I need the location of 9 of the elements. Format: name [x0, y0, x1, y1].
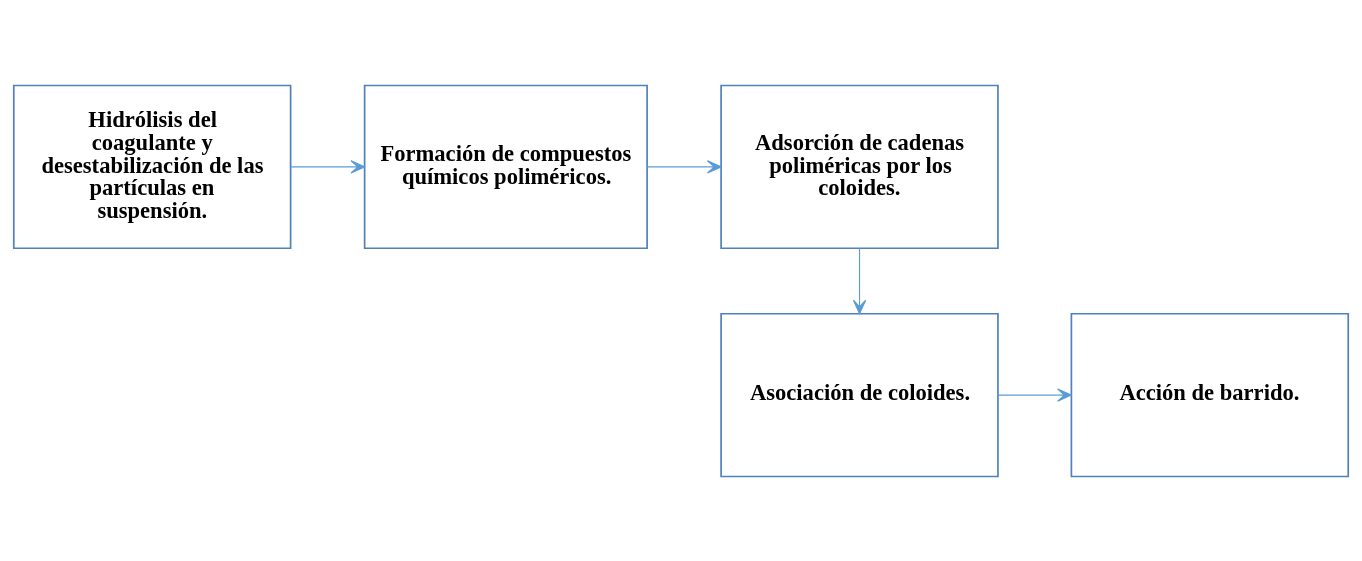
node-box: Acción de barrido. [1070, 312, 1350, 477]
node-box: Asociación de coloides. [720, 312, 999, 477]
arrow [997, 387, 1072, 402]
node-box: Formación de compuestos químicos poliméricos. [363, 84, 648, 249]
arrow [646, 159, 722, 174]
arrow [852, 247, 867, 314]
node-box: Hidrólisis del coagulante y desestabilización de las partículas en suspensión. [12, 84, 292, 249]
node-box: Adsorción de cadenas poliméricas por los coloides. [720, 84, 999, 249]
arrow [290, 159, 366, 174]
